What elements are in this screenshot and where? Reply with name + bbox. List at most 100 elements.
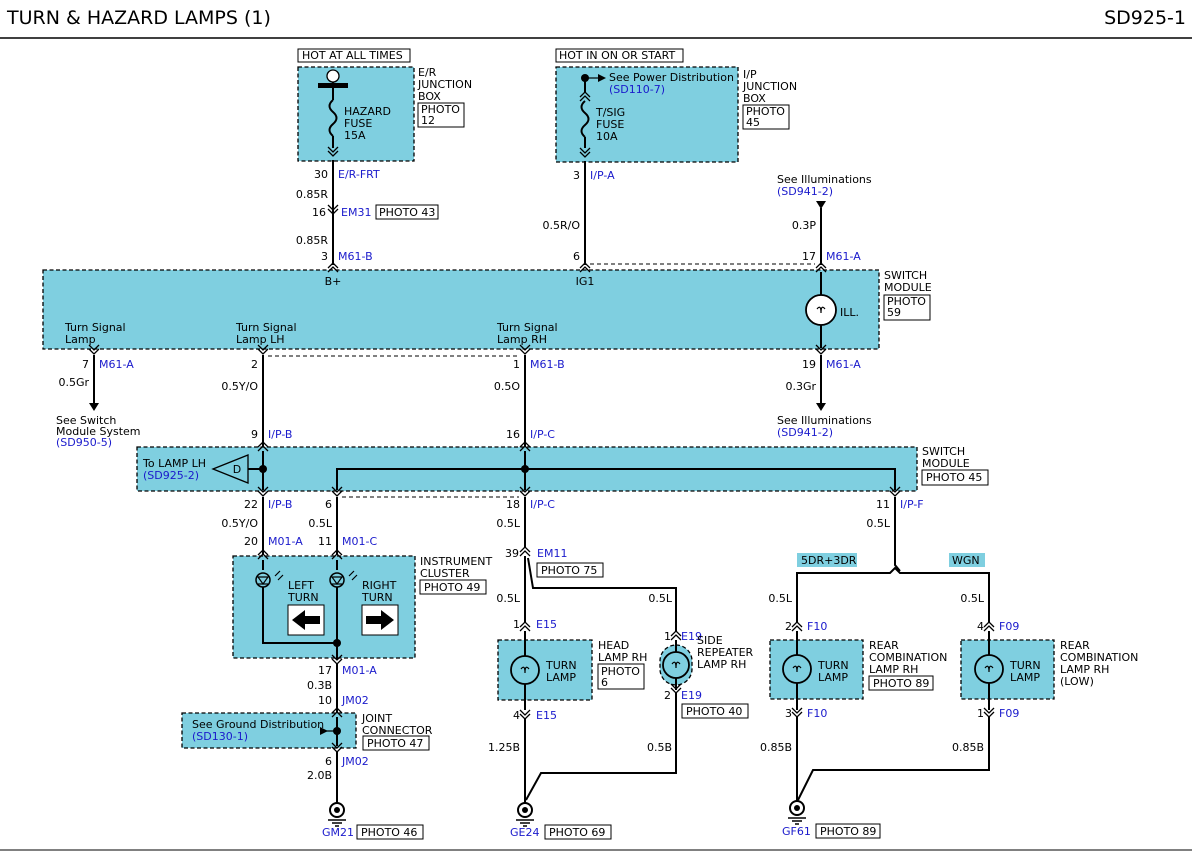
turn-signal-lamp-line1: Turn Signal — [64, 321, 126, 334]
ig1-label: IG1 — [576, 275, 595, 288]
wire-label-05ro: 0.5R/O — [542, 219, 580, 232]
ge24-photo-box — [544, 824, 612, 840]
ground-gf61: GF61 — [782, 825, 811, 838]
rear-low-name-line3: LAMP RH — [1060, 663, 1109, 676]
head-photo-line2: 6 — [601, 676, 608, 689]
joint-connector: See Ground Distribution (SD130-1) JOINT … — [181, 707, 433, 753]
left-turn-line1: LEFT — [288, 579, 314, 592]
hot-all-times-label: HOT AT ALL TIMES — [302, 49, 403, 62]
ground-gm21: GM21 — [322, 826, 354, 839]
switch-module-name-line1: SWITCH — [884, 269, 927, 282]
side-rep-name-line2: REPEATER — [697, 646, 754, 659]
conn-ipc-pin18: I/P-C — [530, 498, 555, 511]
page-code: SD925-1 — [1104, 7, 1186, 29]
conn-e19-bottom: E19 — [681, 689, 702, 702]
pin-30: 30 — [314, 168, 328, 181]
switch-module-photo-box — [883, 294, 931, 321]
option-5dr-tag — [797, 553, 857, 567]
joint-photo-box — [362, 735, 430, 751]
conn-m01a-pin20: M01-A — [268, 535, 303, 548]
pin-9: 9 — [251, 428, 258, 441]
pin-10: 10 — [318, 694, 332, 707]
pin-18: 18 — [506, 498, 520, 511]
rear-rh-name-line2: COMBINATION — [869, 651, 947, 664]
er-box-name-line2: JUNCTION — [417, 78, 472, 91]
pin-1-f09: 1 — [977, 707, 984, 720]
er-junction-box: HOT AT ALL TIMES HAZARD FUSE 15A E/R JUN… — [297, 48, 472, 162]
side-repeater-lamp: 1 E19 SIDE REPEATER LAMP RH 2 E19 PHOTO … — [659, 630, 754, 719]
pin-6-ipc: 6 — [325, 498, 332, 511]
cluster-photo: PHOTO 49 — [424, 581, 480, 594]
switch-module-name-line2: MODULE — [884, 281, 932, 294]
wire-label-085r-b: 0.85R — [296, 234, 328, 247]
conn-f09-bottom: F09 — [999, 707, 1019, 720]
see-ground-ref: (SD130-1) — [192, 730, 248, 743]
pin-2: 2 — [251, 358, 258, 371]
rear-rh-photo-box — [868, 675, 934, 691]
turn-signal-lamp-line2: Lamp — [65, 333, 96, 346]
option-5dr-label: 5DR+3DR — [801, 554, 857, 567]
wire-label-085r-a: 0.85R — [296, 188, 328, 201]
pin-1: 1 — [513, 358, 520, 371]
connector-d-label: D — [233, 463, 241, 476]
ill-label: ILL. — [840, 306, 859, 319]
er-box-fill — [297, 66, 415, 162]
switch-module2-name-line1: SWITCH — [922, 445, 965, 458]
wire-label-05l-g: 0.5L — [960, 592, 984, 605]
ip-photo-box — [742, 104, 790, 130]
pin-17-m01a: 17 — [318, 664, 332, 677]
tsig-fuse-line1: T/SIG — [595, 106, 625, 119]
turn-signal-lh-line1: Turn Signal — [235, 321, 297, 334]
light-emit-icon — [274, 570, 284, 581]
wire-label-20b: 2.0B — [307, 769, 332, 782]
conn-e15-bottom: E15 — [536, 709, 557, 722]
joint-photo: PHOTO 47 — [367, 737, 423, 750]
pin-1-e15: 1 — [513, 618, 520, 631]
conn-ipb-pin9: I/P-B — [268, 428, 292, 441]
er-photo-line2: 12 — [421, 114, 435, 127]
cluster-name-line2: CLUSTER — [420, 567, 470, 580]
cluster-name-line1: INSTRUMENT — [420, 555, 493, 568]
pin-19: 19 — [802, 358, 816, 371]
ip-box-name-line2: JUNCTION — [742, 80, 797, 93]
wire-label-085b-a: 0.85B — [760, 741, 792, 754]
head-lamp-name-line1: HEAD — [598, 639, 629, 652]
arrow-down-icon — [89, 403, 99, 411]
battery-terminal-icon — [326, 69, 340, 83]
arrow-down-icon — [816, 201, 826, 209]
switch-module2-photo-box — [921, 469, 989, 486]
conn-e15-top: E15 — [536, 618, 557, 631]
right-turn-line2: TURN — [361, 591, 393, 604]
wire-rear-branch — [894, 497, 901, 572]
conn-f10-bottom: F10 — [807, 707, 827, 720]
er-box-name-line3: BOX — [418, 90, 441, 103]
pin-16: 16 — [312, 206, 326, 219]
ip-photo-line1: PHOTO — [746, 105, 785, 118]
arrow-down-icon — [816, 403, 826, 411]
conn-jm02-pin10: JM02 — [341, 694, 369, 707]
see-illuminations-top: See Illuminations — [777, 173, 872, 186]
pin-2-f10: 2 — [785, 620, 792, 633]
conn-ipc-pin16: I/P-C — [530, 428, 555, 441]
head-turn-lamp-line1: TURN — [545, 659, 577, 672]
wire-label-05o: 0.5O — [494, 380, 520, 393]
wire-label-05gr: 0.5Gr — [58, 376, 89, 389]
hazard-fuse-icon — [328, 99, 338, 137]
left-turn-line2: TURN — [287, 591, 319, 604]
conn-m61a-top: M61-A — [826, 250, 861, 263]
wire-em11-side — [527, 557, 677, 632]
side-rep-name-line3: LAMP RH — [697, 658, 746, 671]
light-emit-icon — [348, 570, 358, 581]
head-turn-lamp-line2: LAMP — [546, 671, 576, 684]
rear-low-lamp-line2: LAMP — [1010, 671, 1040, 684]
joint-name-line2: CONNECTOR — [362, 724, 433, 737]
pin-2-e19: 2 — [664, 689, 671, 702]
turn-signal-lh-line2: Lamp LH — [236, 333, 284, 346]
ip-box-name-line1: I/P — [743, 68, 757, 81]
head-lamp-name-line2: LAMP RH — [598, 651, 647, 664]
conn-ipa: I/P-A — [590, 169, 615, 182]
right-arrow-icon — [366, 610, 394, 630]
conn-m61b-pin1: M61-B — [530, 358, 565, 371]
rear-rh-photo: PHOTO 89 — [873, 677, 929, 690]
